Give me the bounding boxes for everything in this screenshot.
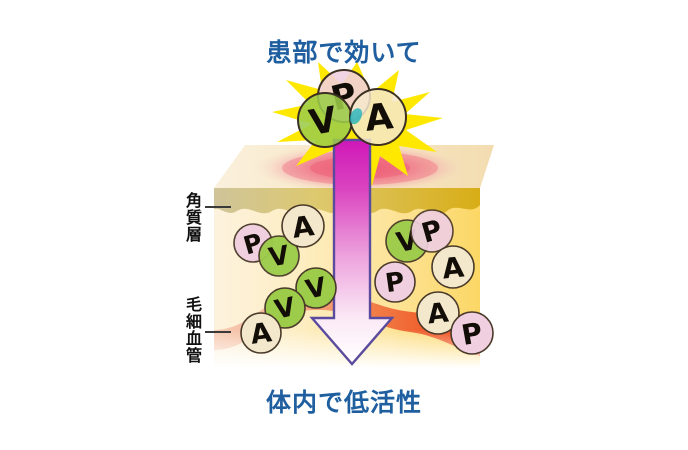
cluster-overlap-highlight (349, 108, 363, 125)
molecule-v: V (258, 235, 300, 277)
molecule-a: A (431, 245, 475, 289)
penetration-arrow (309, 138, 395, 366)
molecule-p: P (374, 261, 416, 303)
molecule-v-top: V (297, 92, 353, 148)
molecule-p: P (450, 311, 494, 355)
molecule-a-top: A (349, 88, 407, 146)
leader-line-capillary (205, 331, 231, 333)
svg-text:A: A (363, 96, 395, 140)
molecule-p: P (410, 209, 454, 253)
label-stratum-corneum: 角質層 (183, 192, 202, 243)
svg-text:A: A (248, 317, 273, 351)
svg-text:A: A (290, 209, 316, 245)
caption-bottom: 体内で低活性 (265, 388, 422, 417)
leader-line-stratum-corneum (205, 206, 231, 208)
top-molecule-cluster: P V A (297, 69, 407, 148)
molecule-a: A (416, 291, 460, 335)
molecule-a: A (240, 312, 282, 354)
molecule-v: V (295, 267, 337, 309)
embedded-molecule-group: P V A V V A V (233, 204, 494, 355)
label-capillary: 毛細血管 (183, 296, 202, 364)
caption-top: 患部で効いて (266, 38, 422, 67)
svg-text:P: P (383, 267, 406, 299)
molecule-a: A (281, 204, 325, 248)
svg-text:A: A (440, 250, 465, 285)
svg-text:A: A (426, 297, 450, 330)
